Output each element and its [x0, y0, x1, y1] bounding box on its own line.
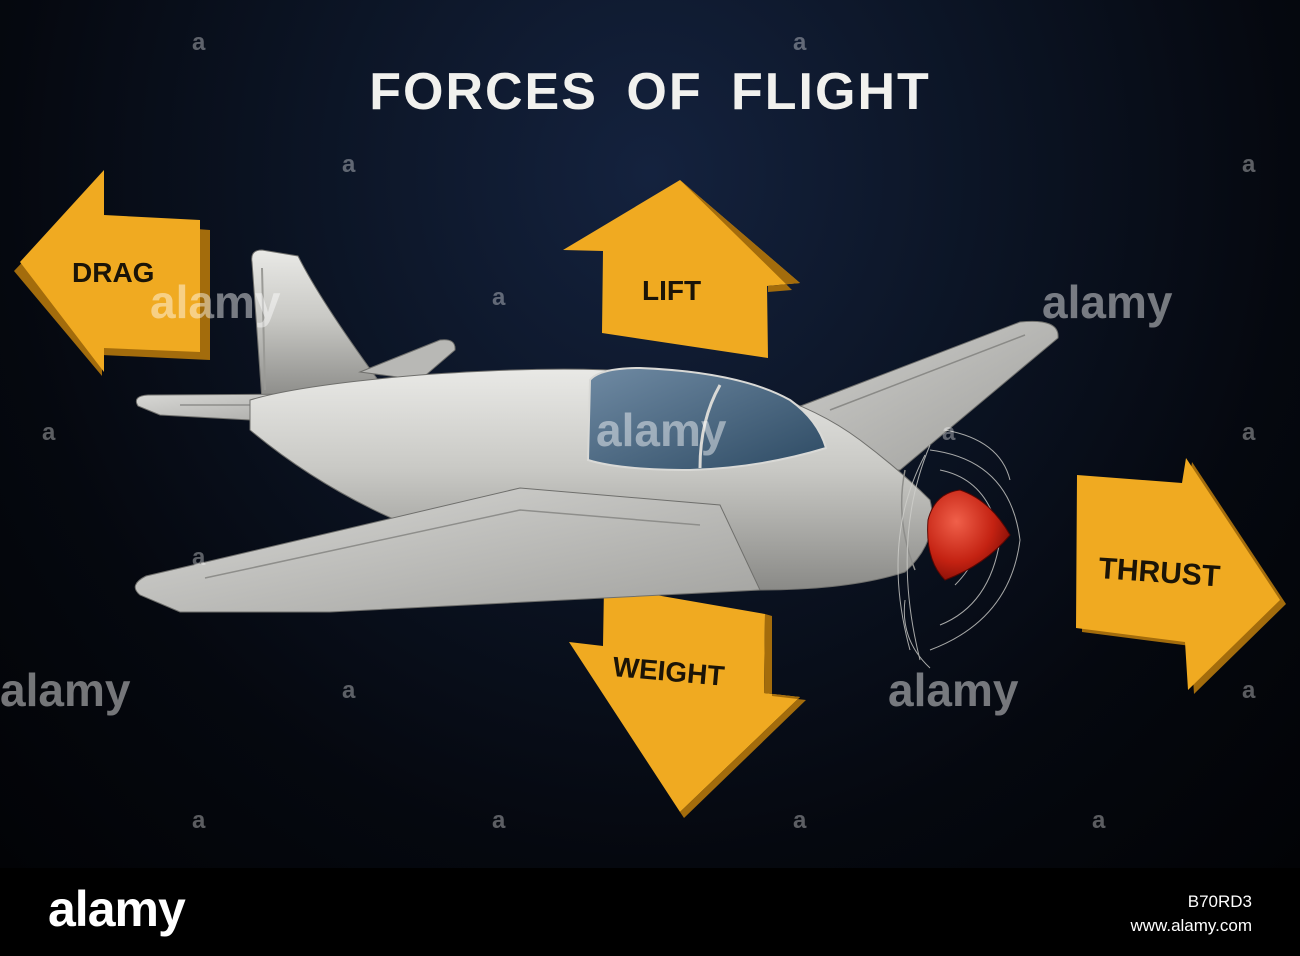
near-wing — [134, 487, 761, 613]
forces-of-flight-poster: FORCES OF FLIGHT — [0, 0, 1300, 868]
lift-label: LIFT — [642, 275, 701, 306]
watermark-mark: a — [942, 419, 956, 446]
watermark-mark: a — [342, 151, 356, 178]
watermark-mark: a — [42, 419, 56, 446]
far-stabilizer — [358, 339, 456, 381]
watermark-marks: a a a a a a a a a a a a a a a — [42, 29, 1256, 834]
watermark-mark: a — [1242, 677, 1256, 704]
lift-arrow: LIFT — [563, 180, 800, 358]
footer-url: www.alamy.com — [1130, 916, 1252, 935]
watermark-text: alamy — [596, 404, 727, 456]
watermark-mark: a — [1092, 807, 1106, 834]
watermark-mark: a — [192, 544, 206, 571]
stock-photo-footer: alamy B70RD3 www.alamy.com — [0, 868, 1300, 956]
far-wing — [789, 320, 1059, 471]
watermark-text: alamy — [150, 276, 281, 328]
watermark-text: alamy — [1042, 276, 1173, 328]
watermark-mark: a — [1242, 419, 1256, 446]
watermark-mark: a — [492, 807, 506, 834]
airplane-illustration — [134, 249, 1059, 669]
thrust-arrow: THRUST — [1076, 458, 1286, 694]
weight-arrow: WEIGHT — [569, 586, 806, 818]
watermark-text: alamy — [0, 664, 131, 716]
poster-title: FORCES OF FLIGHT — [369, 63, 931, 121]
propeller-spinner — [927, 489, 1011, 581]
watermark-text: alamy — [888, 664, 1019, 716]
watermark-mark: a — [793, 29, 807, 56]
drag-arrow: DRAG — [14, 170, 210, 376]
forces-diagram: DRAG LIFT WEIGHT THRUST — [0, 29, 1286, 834]
footer-brand-logo: alamy — [48, 881, 186, 937]
watermark-mark: a — [1242, 151, 1256, 178]
watermark-mark: a — [192, 807, 206, 834]
footer-image-info: B70RD3 www.alamy.com — [1130, 890, 1252, 938]
watermark-mark: a — [492, 284, 506, 311]
footer-image-id: B70RD3 — [1187, 892, 1252, 911]
watermark-words: alamy alamy alamy alamy alamy — [0, 276, 1173, 716]
watermark-mark: a — [192, 29, 206, 56]
watermark-mark: a — [793, 807, 807, 834]
drag-label: DRAG — [72, 257, 154, 288]
watermark-mark: a — [342, 677, 356, 704]
